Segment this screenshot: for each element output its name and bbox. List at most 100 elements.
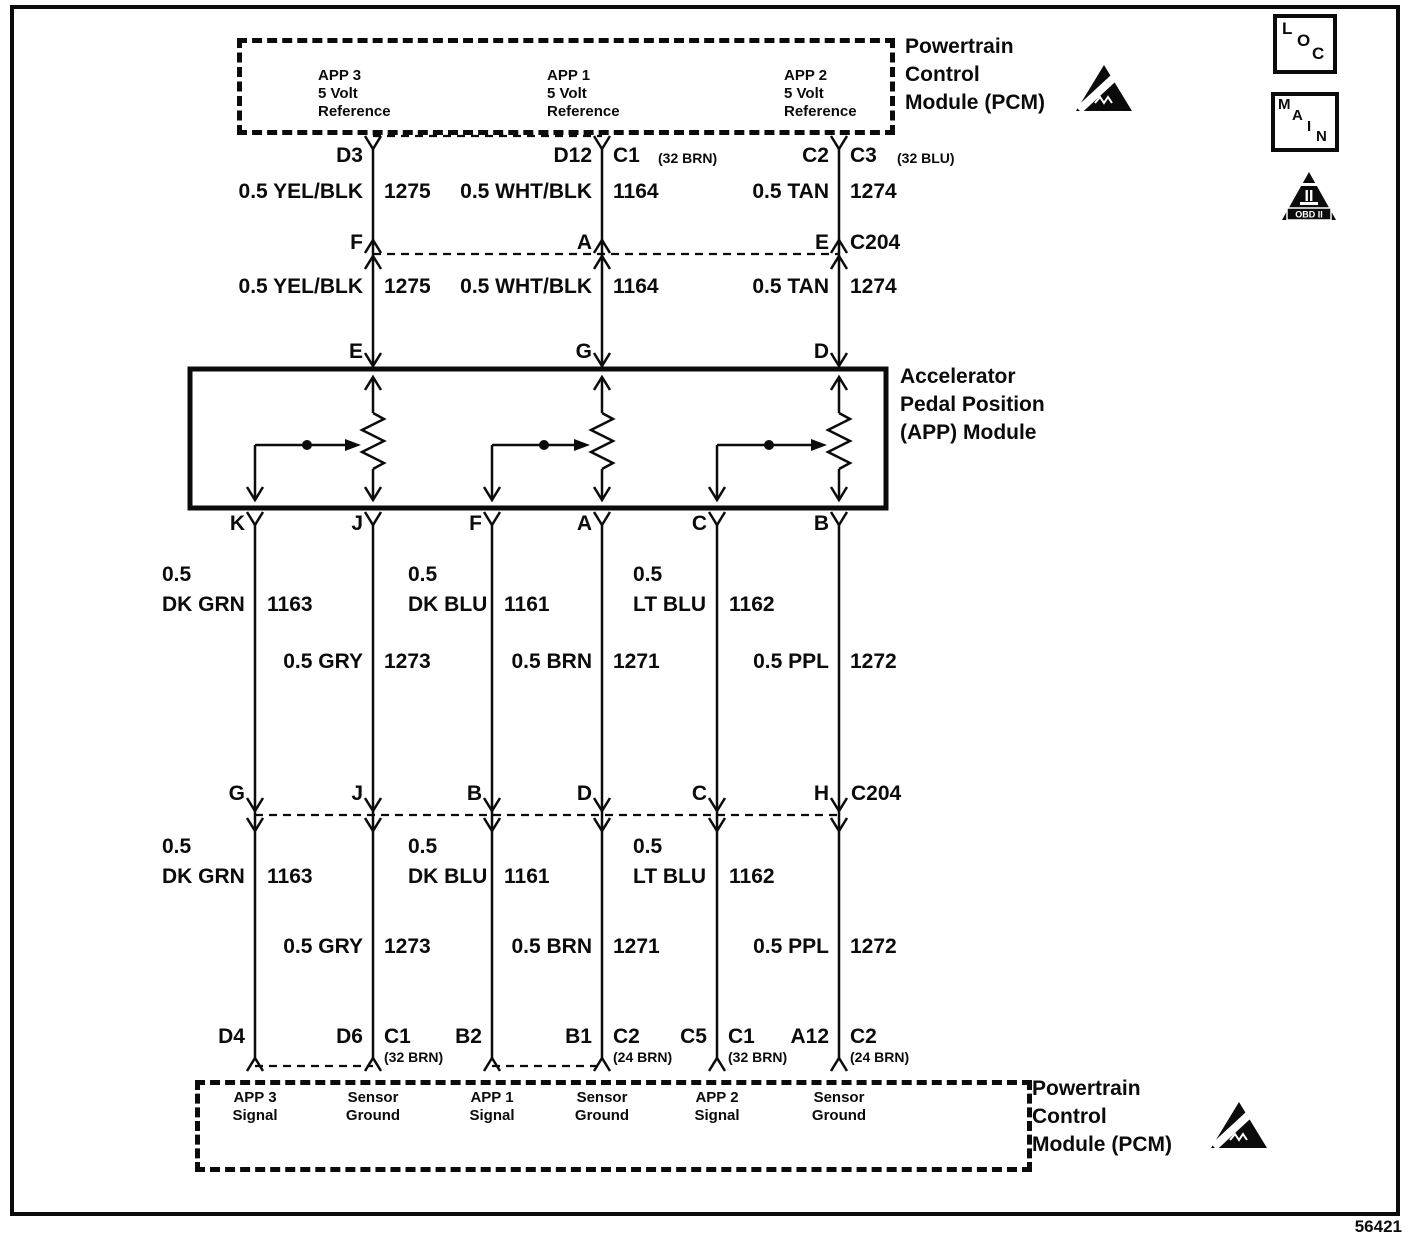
circuit-number: 1163 <box>267 865 313 888</box>
circuit-number: 1163 <box>267 593 313 616</box>
pcm-func-line: APP 3 <box>233 1089 277 1106</box>
connector-pin-d: D <box>576 782 592 805</box>
connector-label-c1: C1 <box>613 144 640 167</box>
wire-color-label: LT BLU <box>633 593 707 616</box>
wiper-arrow-app1 <box>574 439 590 451</box>
wire-color-label: DK BLU <box>408 593 488 616</box>
circuit-number: 1162 <box>729 865 775 888</box>
connector-label-c1: C1 <box>384 1025 411 1048</box>
pcm-func-line: Ground <box>811 1107 867 1124</box>
wire-color-label: 0.5 TAN <box>752 275 829 298</box>
wire-color-label: 0.5 BRN <box>511 650 592 673</box>
pcm-bottom-title-line: Powertrain <box>1032 1077 1141 1100</box>
pcm-ref-app2-line: APP 2 <box>784 67 828 84</box>
pcm-func-line: APP 2 <box>695 1089 739 1106</box>
esd-warning-icon <box>1211 1102 1267 1148</box>
main-letter: A <box>1292 107 1303 124</box>
circuit-number: 1164 <box>613 275 659 298</box>
module-pin-g: G <box>575 340 592 363</box>
wire-size: 0.5 <box>633 835 663 858</box>
wire-color-label: 0.5 TAN <box>752 180 829 203</box>
loc-letter: C <box>1312 44 1325 63</box>
main-letter: M <box>1278 96 1291 113</box>
loc-letter: O <box>1297 31 1311 50</box>
wire-color-label: 0.5 BRN <box>511 935 592 958</box>
resistor-app3 <box>359 411 387 471</box>
junction-dot <box>302 440 312 450</box>
circuit-number: 1273 <box>384 650 431 673</box>
circuit-number: 1161 <box>504 593 550 616</box>
connector-name-c204: C204 <box>850 231 901 254</box>
wire-size: 0.5 <box>408 835 438 858</box>
potentiometer-app1 <box>482 375 616 502</box>
pcm-bottom-title-line: Control <box>1032 1105 1107 1128</box>
pin-label-d4: D4 <box>218 1025 245 1048</box>
pcm-func-line: Sensor <box>347 1089 399 1106</box>
module-pin-k: K <box>229 512 245 535</box>
circuit-number: 1275 <box>384 180 431 203</box>
connector-pin-e: E <box>814 231 829 254</box>
circuit-number: 1162 <box>729 593 775 616</box>
pcm-bottom-title-line: Module (PCM) <box>1032 1133 1172 1156</box>
module-pin-b: B <box>813 512 829 535</box>
pcm-func-line: Ground <box>574 1107 630 1124</box>
connector-pin-a: A <box>576 231 592 254</box>
connector-label-c2: C2 <box>850 1025 877 1048</box>
pin-label-b2: B2 <box>455 1025 482 1048</box>
pin-label-a12: A12 <box>790 1025 829 1048</box>
wire-color-label: 0.5 YEL/BLK <box>238 275 363 298</box>
wire-color-label: 0.5 PPL <box>753 650 829 673</box>
pcm-top-box <box>237 38 895 135</box>
circuit-number: 1275 <box>384 275 431 298</box>
reference-wires <box>363 134 849 368</box>
connector-note: (24 BRN) <box>613 1049 673 1065</box>
circuit-number: 1164 <box>613 180 659 203</box>
wire-size: 0.5 <box>162 835 192 858</box>
pcm-ref-app3-line: 5 Volt <box>318 85 358 102</box>
app-module-title-line: (APP) Module <box>900 421 1037 444</box>
wire-color-label: 0.5 WHT/BLK <box>460 275 592 298</box>
wire-color-label: 0.5 GRY <box>283 935 363 958</box>
wire-color-label: LT BLU <box>633 865 707 888</box>
main-badge: M A I N <box>1271 92 1339 152</box>
circuit-number: 1273 <box>384 935 431 958</box>
pcm-func-line: Signal <box>694 1107 740 1124</box>
circuit-number: 1272 <box>850 650 897 673</box>
connector-note: (32 BRN) <box>384 1049 444 1065</box>
obd2-label: OBD II <box>1295 210 1323 220</box>
junction-dot <box>764 440 774 450</box>
wire-color-label: DK BLU <box>408 865 488 888</box>
module-pin-d: D <box>813 340 829 363</box>
connector-pin-j: J <box>351 782 363 805</box>
pin-label-d6: D6 <box>336 1025 363 1048</box>
pcm-func-line: APP 1 <box>470 1089 514 1106</box>
loc-letter: L <box>1282 19 1293 38</box>
module-pin-j: J <box>351 512 363 535</box>
wire-color-label: 0.5 YEL/BLK <box>238 180 363 203</box>
module-pin-c: C <box>691 512 707 535</box>
loc-badge: L O C <box>1273 14 1337 74</box>
pin-label-c5: C5 <box>680 1025 707 1048</box>
connector-note: (24 BRN) <box>850 1049 910 1065</box>
connector-note: (32 BRN) <box>728 1049 788 1065</box>
pcm-top-title-line: Powertrain <box>905 35 1014 58</box>
main-letter: I <box>1307 118 1312 135</box>
pcm-ref-app2-line: 5 Volt <box>784 85 824 102</box>
app-module-title-line: Pedal Position <box>900 393 1045 416</box>
pin-label-c2: C2 <box>802 144 829 167</box>
pcm-top-title-line: Module (PCM) <box>905 91 1045 114</box>
connector-label-c1: C1 <box>728 1025 755 1048</box>
pin-label-d3: D3 <box>336 144 363 167</box>
esd-warning-icon <box>1076 65 1132 111</box>
circuit-number: 1161 <box>504 865 550 888</box>
pcm-func-line: Ground <box>345 1107 401 1124</box>
module-pin-e: E <box>348 340 363 363</box>
wire-color-label: 0.5 PPL <box>753 935 829 958</box>
module-pin-f: F <box>469 512 482 535</box>
connector-name-c204: C204 <box>851 782 902 805</box>
resistor-app2 <box>825 411 853 471</box>
potentiometer-app2 <box>707 375 853 502</box>
diagram-frame <box>10 5 1400 1216</box>
obd2-icon: II OBD II <box>1282 172 1336 221</box>
